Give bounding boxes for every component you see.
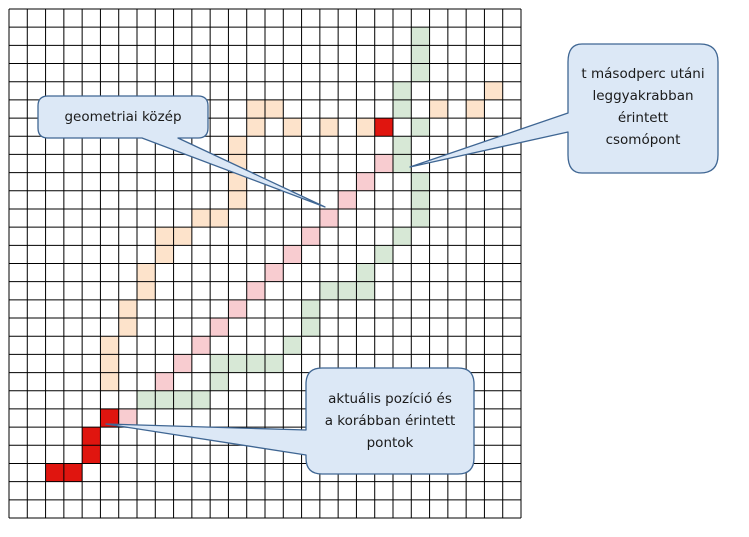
green-path-cell bbox=[411, 172, 430, 191]
green-path-cell bbox=[265, 354, 284, 373]
pink-path-cell bbox=[283, 245, 302, 264]
pink-path-cell bbox=[338, 190, 357, 209]
green-path-cell bbox=[155, 390, 174, 409]
green-path-cell bbox=[374, 245, 393, 264]
green-path-cell bbox=[411, 63, 430, 82]
orange-path-cell bbox=[100, 354, 119, 373]
pink-path-cell bbox=[155, 372, 174, 391]
green-path-cell bbox=[356, 281, 375, 300]
red-visited-cell bbox=[374, 118, 393, 137]
orange-path-cell bbox=[137, 281, 156, 300]
callout-line: leggyakrabban bbox=[592, 88, 694, 104]
pink-path-cell bbox=[191, 336, 211, 355]
red-visited-cell bbox=[82, 445, 101, 464]
green-path-cell bbox=[137, 390, 156, 409]
green-path-cell bbox=[338, 281, 357, 300]
green-path-cell bbox=[356, 263, 375, 282]
orange-path-cell bbox=[191, 208, 211, 228]
orange-path-cell bbox=[228, 172, 247, 191]
pink-path-cell bbox=[118, 408, 137, 428]
callout-line: a korábban érintett bbox=[324, 413, 456, 429]
orange-path-cell bbox=[466, 99, 485, 119]
callout-line: pontok bbox=[366, 435, 414, 451]
red-visited-cell bbox=[82, 427, 101, 446]
callout-current-position-bubble bbox=[105, 367, 475, 475]
pink-path-cell bbox=[173, 354, 192, 373]
orange-path-cell bbox=[228, 136, 247, 155]
green-path-cell bbox=[301, 299, 320, 319]
orange-path-cell bbox=[100, 336, 119, 355]
red-visited-cell bbox=[63, 463, 83, 482]
callout-line: aktuális pozíció és bbox=[328, 391, 452, 407]
highlighted-cells bbox=[45, 27, 503, 482]
orange-path-cell bbox=[484, 81, 503, 100]
green-path-cell bbox=[411, 190, 430, 209]
pink-path-cell bbox=[228, 299, 247, 319]
green-path-cell bbox=[393, 227, 412, 246]
orange-path-cell bbox=[155, 227, 174, 246]
pink-path-cell bbox=[246, 281, 265, 300]
green-path-cell bbox=[191, 390, 211, 409]
callout-most-visited-text: t másodperc utáni leggyakrabban érintett… bbox=[568, 63, 718, 151]
green-path-cell bbox=[246, 354, 265, 373]
orange-path-cell bbox=[356, 118, 375, 137]
green-path-cell bbox=[411, 208, 430, 228]
green-path-cell bbox=[411, 118, 430, 137]
callout-current-position-text: aktuális pozíció és a korábban érintett … bbox=[306, 388, 474, 454]
pink-path-cell bbox=[356, 172, 375, 191]
orange-path-cell bbox=[283, 118, 302, 137]
green-path-cell bbox=[319, 281, 339, 300]
orange-path-cell bbox=[118, 318, 137, 337]
orange-path-cell bbox=[173, 227, 192, 246]
green-path-cell bbox=[173, 390, 192, 409]
green-path-cell bbox=[228, 354, 247, 373]
callout-line: érintett bbox=[617, 110, 669, 126]
green-path-cell bbox=[393, 154, 412, 173]
orange-path-cell bbox=[118, 299, 137, 319]
green-path-cell bbox=[411, 45, 430, 64]
pink-path-cell bbox=[265, 263, 284, 282]
pink-path-cell bbox=[301, 227, 320, 246]
callout-geometric-center-text: geometriai közép bbox=[38, 106, 208, 128]
green-path-cell bbox=[411, 27, 430, 46]
green-path-cell bbox=[283, 336, 302, 355]
callout-line: csomópont bbox=[605, 132, 681, 148]
orange-path-cell bbox=[319, 118, 339, 137]
orange-path-cell bbox=[155, 245, 174, 264]
green-path-cell bbox=[210, 354, 229, 373]
pink-path-cell bbox=[374, 154, 393, 173]
orange-path-cell bbox=[100, 372, 119, 391]
green-path-cell bbox=[393, 81, 412, 100]
orange-path-cell bbox=[246, 118, 265, 137]
orange-path-cell bbox=[210, 208, 229, 228]
callout-line: t másodperc utáni bbox=[581, 66, 705, 82]
callout-line: geometriai közép bbox=[64, 109, 182, 125]
red-visited-cell bbox=[100, 408, 119, 428]
orange-path-cell bbox=[246, 99, 265, 119]
pink-path-cell bbox=[319, 208, 339, 228]
callout-most-visited-bubble bbox=[409, 43, 719, 174]
green-path-cell bbox=[210, 372, 229, 391]
orange-path-cell bbox=[228, 190, 247, 209]
orange-path-cell bbox=[137, 263, 156, 282]
orange-path-cell bbox=[429, 99, 448, 119]
pink-path-cell bbox=[210, 318, 229, 337]
green-path-cell bbox=[393, 136, 412, 155]
green-path-cell bbox=[393, 99, 412, 119]
green-path-cell bbox=[301, 318, 320, 337]
red-visited-cell bbox=[45, 463, 64, 482]
callout-geometric-center-bubble bbox=[37, 95, 326, 208]
orange-path-cell bbox=[265, 99, 284, 119]
